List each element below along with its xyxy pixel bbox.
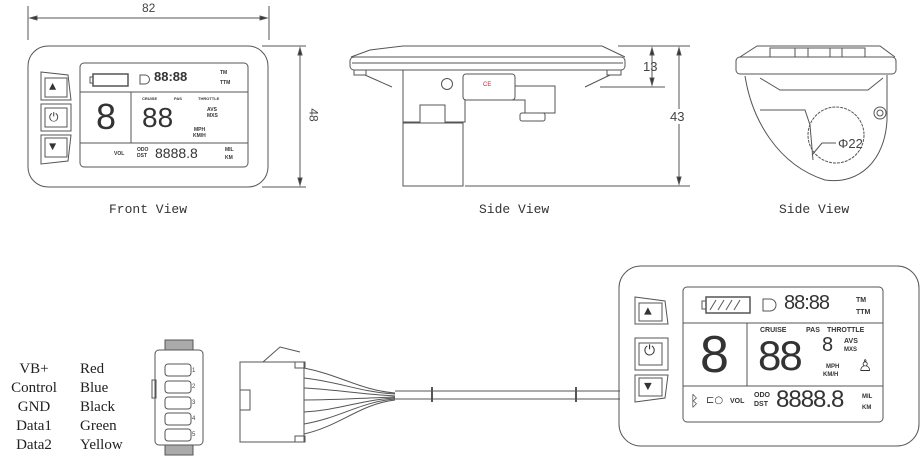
large-down-button[interactable]: ▼ [644,379,652,394]
diameter-label: Φ22 [838,136,863,151]
large-power-button[interactable]: ⏻ [644,343,656,359]
ce-mark: CE [483,82,492,88]
headlight-icon: ⊏○ [706,395,724,406]
large-speed-digits: 88 [758,332,803,379]
odo-digits: 8888.8 [155,145,198,161]
large-dst-label: DST [754,401,768,408]
large-time-digits: 88:88 [784,292,830,314]
side-view-caption: Side View [479,202,550,217]
color-green: Green [80,418,117,434]
signal-vb: VB+ [19,361,49,377]
large-mil-label: MIL [862,394,873,400]
large-avs-label: AVS [844,338,858,345]
color-black: Black [80,399,115,415]
large-odo-label: ODO [754,392,770,399]
large-kmh-label: KM/H [823,372,839,378]
pin-numbers: 1 2 3 4 5 [192,368,196,438]
ttm-label: TTM [220,80,231,86]
cruise-label: CRUISE [142,96,158,101]
power-button[interactable]: ⏻ [49,110,59,124]
color-yellow: Yellow [80,437,123,453]
walk-assist-icon: ♙ [858,356,873,375]
pas-label: PAS [174,96,182,101]
mil-label: MIL [225,147,234,153]
signal-gnd: GND [17,399,51,415]
large-odo-digits: 8888.8 [776,386,844,413]
large-gear-digit: 8 [700,326,729,384]
color-red: Red [80,361,105,377]
dst-label: DST [137,153,147,159]
time-digits: 88:88 [154,69,188,84]
avs-label: AVS [207,107,217,113]
down-button[interactable]: ▼ [49,140,57,154]
bluetooth-icon: ᛒ [690,392,700,410]
kmh-label: KM/H [193,133,206,139]
vol-label: VOL [114,151,125,157]
dim-13: 13 [643,59,658,74]
odo-label: ODO [137,147,149,153]
large-vol-label: VOL [730,398,745,405]
large-small-digit: 8 [822,334,834,356]
large-ttm-label: TTM [856,309,871,316]
tm-label: TM [220,70,228,76]
large-tm-label: TM [856,297,867,304]
large-throttle-label: THROTTLE [827,327,865,334]
large-mph-label: MPH [826,364,840,370]
throttle-label: THROTTLE [198,96,220,101]
large-up-button[interactable]: ▲ [644,304,652,319]
gear-digit: 8 [96,96,117,137]
speed-digits: 88 [142,102,174,133]
height-dimension: 48 [306,108,321,122]
km-label: KM [225,155,233,161]
front-view-caption: Front View [109,202,188,217]
width-dimension: 82 [142,1,156,15]
large-mxs-label: MXS [844,347,858,353]
up-button[interactable]: ▲ [49,80,57,94]
signal-data1: Data1 [16,418,52,434]
signal-control: Control [11,380,57,396]
dim-43: 43 [670,109,685,124]
large-pas-label: PAS [806,327,820,334]
color-blue: Blue [80,380,109,396]
signal-list: VB+ Control GND Data1 Data2 [0,360,68,455]
large-cruise-label: CRUISE [760,327,787,334]
color-list: Red Blue Black Green Yellow [80,360,123,455]
mph-label: MPH [194,127,206,133]
large-km-label: KM [862,405,872,411]
mxs-label: MXS [207,113,218,119]
signal-data2: Data2 [16,437,52,453]
side-view-2-caption: Side View [779,202,850,217]
